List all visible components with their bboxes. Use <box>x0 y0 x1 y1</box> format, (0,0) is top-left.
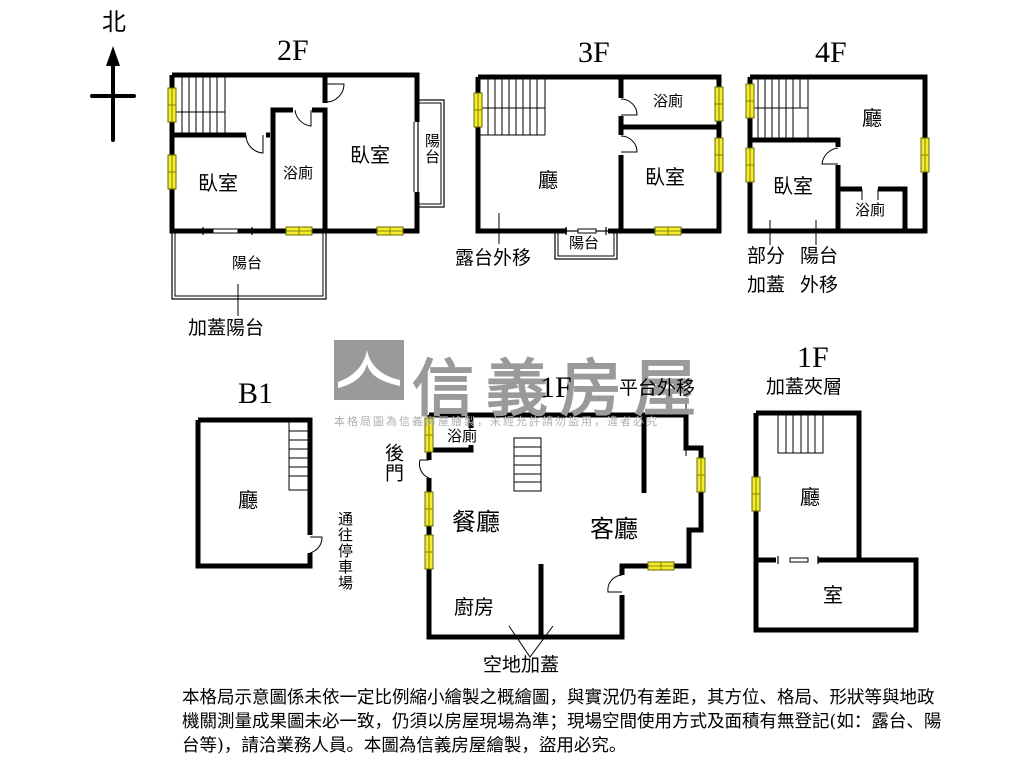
annotation-moved-out: 外移 <box>800 274 839 296</box>
watermark-brand: 信義房屋 <box>412 352 709 425</box>
floor-b1-plan <box>195 417 323 569</box>
floor-title-1f-mezzanine: 1F <box>797 341 829 374</box>
disclaimer-text: 本格局示意圖係未依一定比例縮小繪製之概繪圖，與實況仍有差距，其方位、格局、形狀等… <box>182 688 942 756</box>
floor-title-2f: 2F <box>277 34 309 67</box>
room-label-living: 廳 <box>862 106 882 130</box>
floor-4f-plan <box>747 74 928 245</box>
room-label-living-room: 客廳 <box>590 515 638 543</box>
room-label-bedroom: 臥室 <box>645 165 685 189</box>
room-label-living: 廳 <box>800 485 820 509</box>
room-label-bathroom: 浴廁 <box>447 427 478 445</box>
annotation-partial: 部分 <box>747 245 786 267</box>
annotation-terrace-moved: 露台外移 <box>455 247 532 269</box>
annotation-to-parking: 通往停車場 <box>336 511 354 591</box>
floor-2f-plan <box>169 72 445 316</box>
annotation-back-door: 後門 <box>382 443 404 483</box>
room-label-kitchen: 廚房 <box>454 595 494 619</box>
room-label-bedroom: 臥室 <box>350 143 390 167</box>
room-label-balcony: 陽台 <box>569 234 600 252</box>
annotation-platform-moved: 平台外移 <box>619 377 696 399</box>
watermark-notice: 本格局圖為信義房屋繪製，未經允許請勿盜用，違者必究 <box>334 415 659 428</box>
room-label-room: 室 <box>823 583 843 607</box>
room-label-bedroom: 臥室 <box>198 171 238 195</box>
room-label-living: 廳 <box>238 488 258 512</box>
room-label-bathroom: 浴廁 <box>283 164 314 182</box>
annotation-vacant-added: 空地加蓋 <box>483 654 560 676</box>
floor-title-3f: 3F <box>578 36 610 69</box>
room-label-bedroom: 臥室 <box>773 174 813 198</box>
floor-title-b1: B1 <box>238 377 274 410</box>
floor-subtitle-mezzanine: 加蓋夾層 <box>766 376 843 398</box>
room-label-bathroom: 浴廁 <box>855 201 886 219</box>
floor-1f-mezzanine-plan <box>753 410 919 633</box>
north-label: 北 <box>102 8 126 36</box>
room-label-balcony: 陽台 <box>232 254 263 272</box>
annotation-added-balcony: 加蓋陽台 <box>188 317 265 339</box>
floor-title-1f: 1F <box>540 371 572 404</box>
room-label-living: 廳 <box>538 168 558 192</box>
room-label-bathroom: 浴廁 <box>653 92 684 110</box>
sinyi-logo-icon <box>334 340 404 400</box>
room-label-balcony: 陽台 <box>423 133 441 165</box>
floor-title-4f: 4F <box>815 36 847 69</box>
annotation-added: 加蓋 <box>747 274 786 296</box>
annotation-balcony: 陽台 <box>800 245 839 267</box>
north-arrow-icon <box>90 46 136 142</box>
room-label-dining: 餐廳 <box>452 508 500 536</box>
floor-1f-plan <box>418 398 704 658</box>
